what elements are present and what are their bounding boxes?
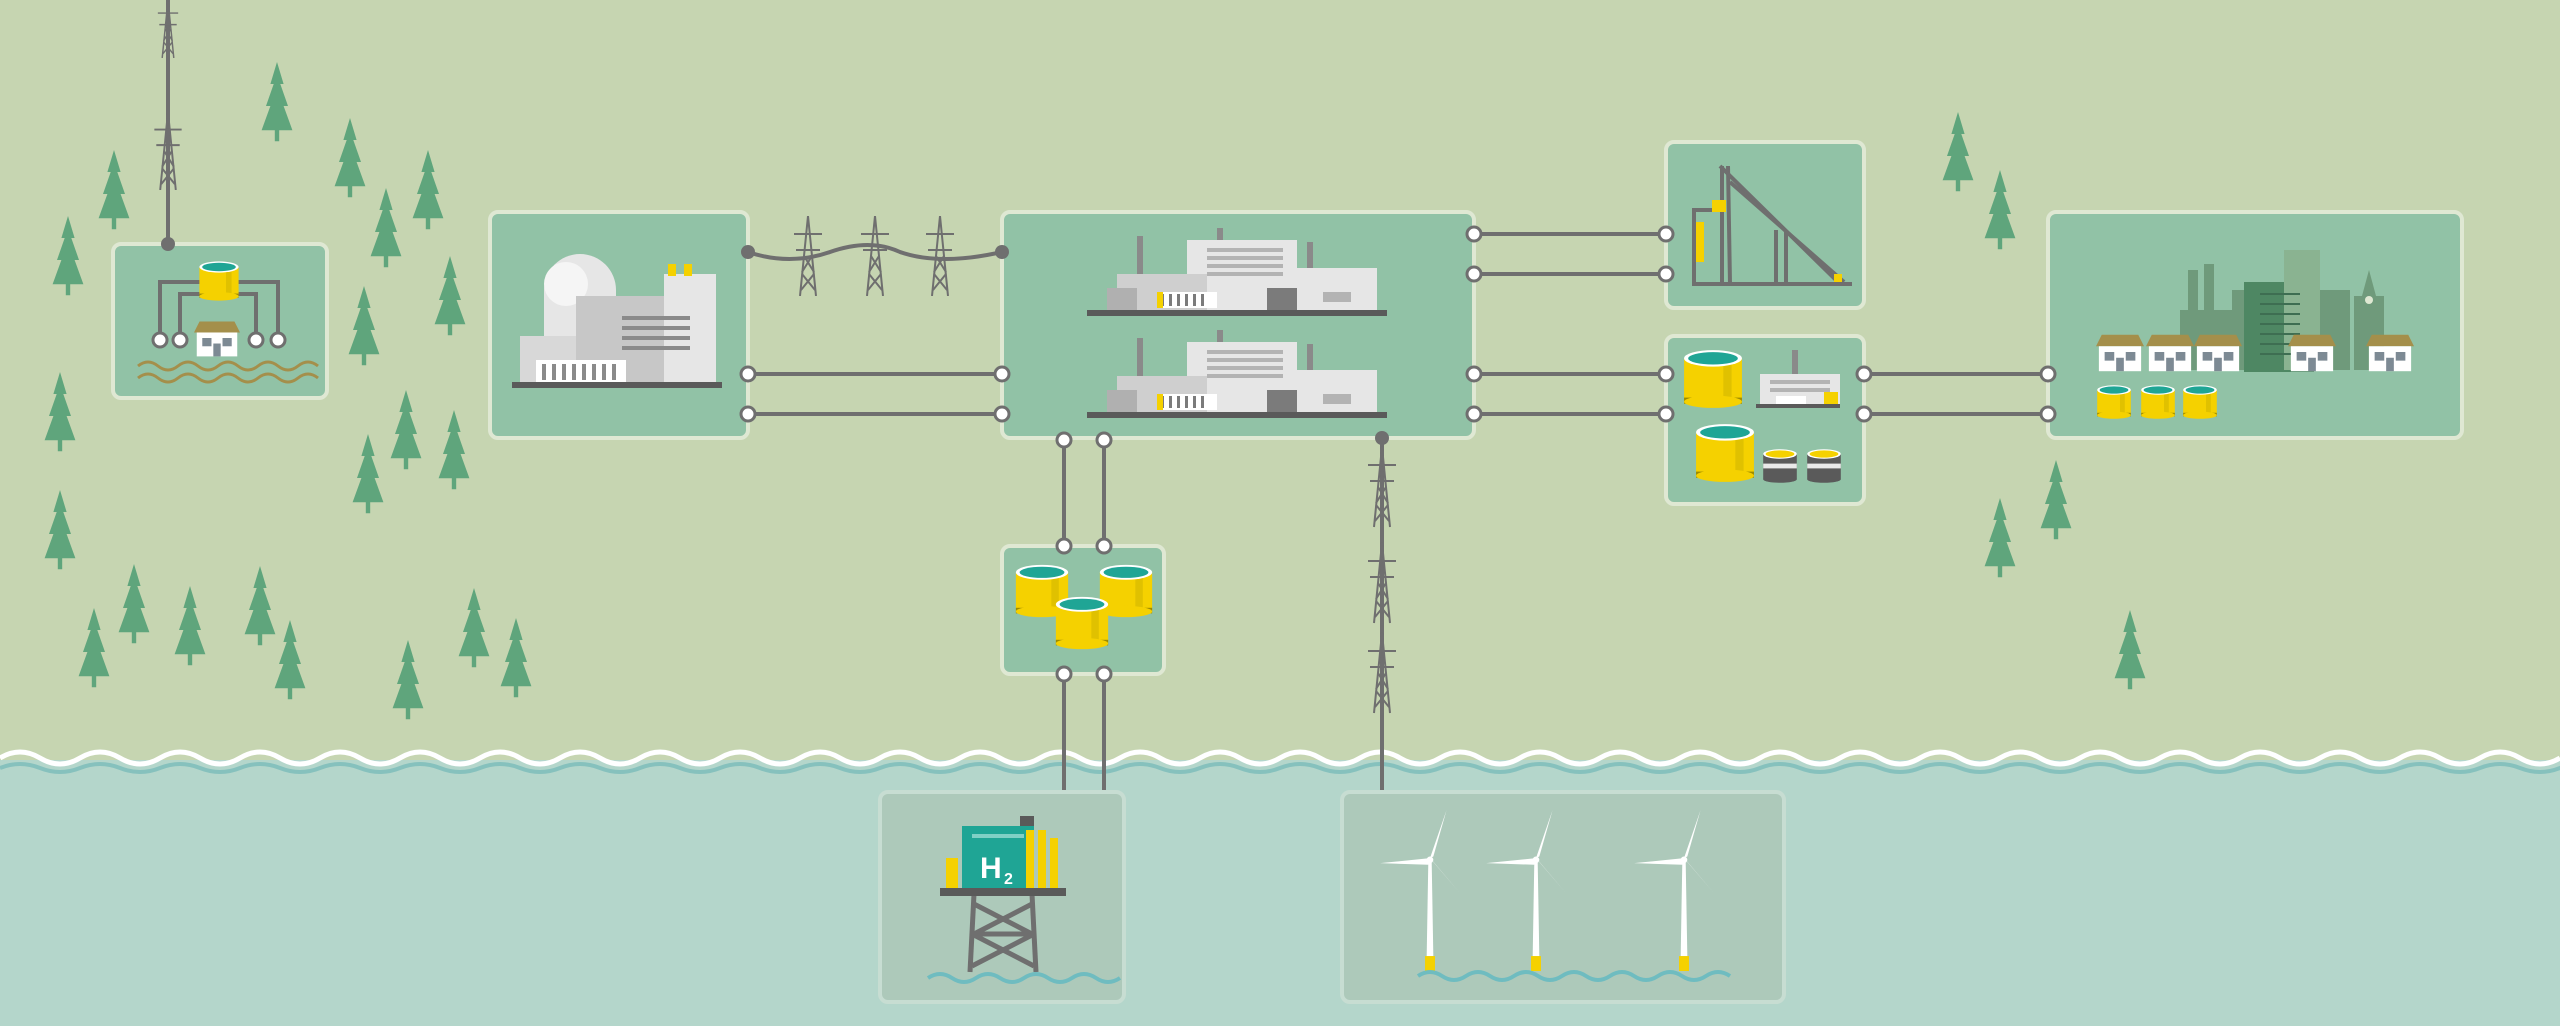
hydrogen-label-subscript: 2 [1004, 871, 1013, 888]
tree-icon [261, 62, 293, 142]
storage-tank-icon [1696, 424, 1754, 482]
storage-tank-icon [2183, 385, 2217, 419]
tree-icon [98, 150, 130, 230]
house-icon [2096, 334, 2144, 372]
tree-icon [2040, 460, 2072, 540]
tree-icon [370, 188, 402, 268]
storage-tank-icon [1684, 350, 1742, 408]
mining-crane-panel [1664, 140, 1866, 310]
house-icon [2288, 334, 2336, 372]
tree-icon [412, 150, 444, 230]
house-icon [194, 321, 240, 357]
storage-tank-icon [1055, 596, 1109, 650]
sea [0, 760, 2560, 1026]
shoreline-wave [0, 749, 2560, 767]
tree-icon [458, 588, 490, 668]
house-icon [2194, 334, 2242, 372]
tree-icon [438, 410, 470, 490]
tree-icon [52, 216, 84, 296]
tree-icon [392, 640, 424, 720]
tree-icon [118, 564, 150, 644]
crane-icon [1692, 164, 1852, 286]
rural-storage-panel [111, 242, 329, 400]
hydrogen-platform-icon: H 2 [926, 816, 1122, 984]
tree-icon [2114, 610, 2146, 690]
wind-farm-panel [1340, 790, 1786, 1004]
shoreline-wave-inner [0, 762, 2560, 774]
tree-icon [274, 620, 306, 700]
power-plant-icon [512, 254, 722, 388]
tree-icon [244, 566, 276, 646]
tree-icon [44, 372, 76, 452]
house-icon [2366, 334, 2414, 372]
tree-icon [1942, 112, 1974, 192]
power-plant-panel [488, 210, 750, 440]
city-panel [2046, 210, 2464, 440]
connection-nodes [161, 225, 2057, 683]
tank-cluster-panel [1000, 544, 1166, 676]
tree-icon [434, 256, 466, 336]
storage-tank-icon [1763, 449, 1797, 483]
tree-icon [78, 608, 110, 688]
tree-icon [352, 434, 384, 514]
transmission-tower-icon [925, 216, 955, 296]
tree-icon [1984, 170, 2016, 250]
transmission-tower-icon [860, 216, 890, 296]
storage-tank-icon [2097, 385, 2131, 419]
storage-tank-icon [199, 261, 239, 301]
tree-icon [390, 390, 422, 470]
hydrogen-platform-panel: H 2 [878, 790, 1126, 1004]
storage-tank-icon [1807, 449, 1841, 483]
tree-icon [500, 618, 532, 698]
industrial-hub-panel [1000, 210, 1476, 440]
tree-icon [44, 490, 76, 570]
storage-tank-icon [2141, 385, 2175, 419]
tree-icon [174, 586, 206, 666]
hydrogen-label: H [980, 852, 1002, 885]
storage-depot-panel [1664, 334, 1866, 506]
connection-lines [166, 0, 2048, 792]
tree-icon [1984, 498, 2016, 578]
factory-icon [1756, 350, 1840, 408]
tree-icon [334, 118, 366, 198]
tree-icon [348, 286, 380, 366]
house-icon [2146, 334, 2194, 372]
